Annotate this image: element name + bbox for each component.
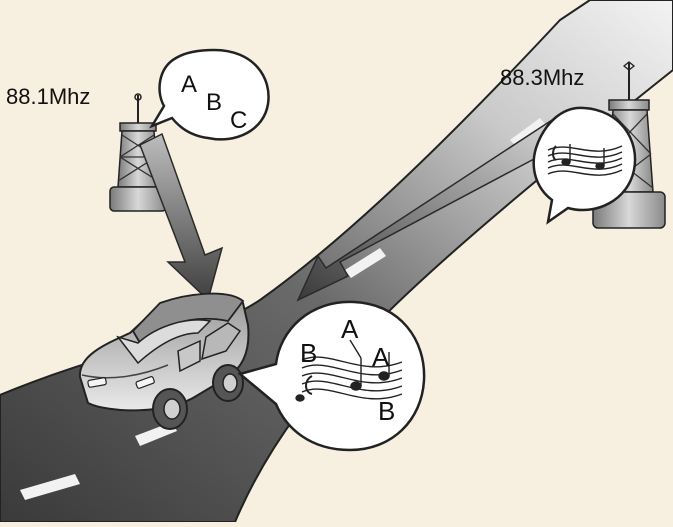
car-bubble-letter-b-left: B — [300, 338, 317, 368]
frequency-label-right: 88.3Mhz — [500, 65, 584, 90]
bubble-letter-a: A — [181, 71, 197, 98]
frequency-label-left: 88.1Mhz — [6, 84, 90, 109]
car-bubble-letter-b-bottom: B — [378, 396, 395, 426]
bubble-letter-b: B — [206, 89, 222, 116]
speech-bubble-car — [237, 300, 426, 452]
car-icon — [78, 292, 250, 430]
car-bubble-letter-a-top: A — [341, 314, 359, 344]
signal-arrow-right — [296, 118, 568, 302]
music-notes-car-icon — [295, 339, 403, 402]
speech-bubble-left — [149, 48, 270, 141]
car-bubble-letter-a-right: A — [372, 342, 390, 372]
radio-tower-left-icon — [109, 93, 167, 212]
signal-arrow-left — [139, 132, 224, 302]
music-notes-icon — [547, 144, 623, 176]
bubble-letter-c: C — [230, 107, 247, 134]
speech-bubble-right — [532, 106, 637, 225]
